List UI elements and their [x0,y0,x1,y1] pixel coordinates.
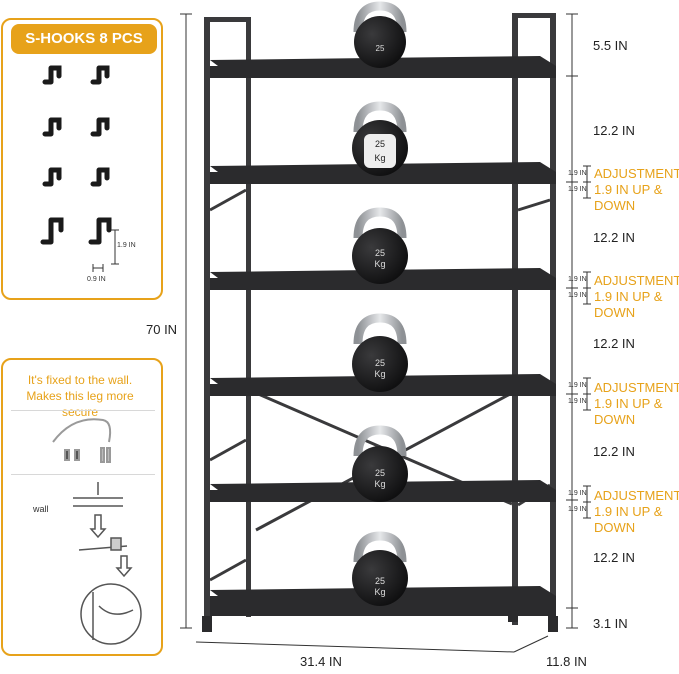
dimension-lines [180,13,578,653]
step-label: 1.9 IN [568,382,587,389]
step-label: 1.9 IN [568,490,587,497]
wall-caption-line-1: It's fixed to the wall. [27,373,133,387]
hook-width-label: 0.9 IN [87,276,106,283]
kettlebell-3 [352,207,408,284]
step-label: 1.9 IN [568,276,587,283]
kettlebell-label-2: 25 Kg [364,134,396,168]
s-hooks-title: S-HOOKS 8 PCS [11,24,157,54]
adjustment-line-1: ADJUSTMENT [594,488,679,503]
dim-shelf-gap-3: 12.2 IN [593,336,635,351]
step-label: 1.9 IN [568,292,587,299]
divider [11,410,155,411]
kettlebell-unit: Kg [374,153,386,163]
dim-height: 70 IN [146,322,178,337]
kettlebell-label-6: 25 Kg [366,576,394,598]
adjustment-line-2: 1.9 IN UP & [594,289,663,304]
adjustment-line-1: ADJUSTMENT [594,380,679,395]
kettlebell-unit: Kg [374,369,386,379]
dim-depth: 11.8 IN [546,654,587,669]
dim-shelf-gap-1: 12.2 IN [593,123,635,138]
step-label: 1.9 IN [568,186,587,193]
wall-panel-caption: It's fixed to the wall. Makes this leg m… [7,372,153,420]
kettlebell-5 [352,425,408,502]
dim-width: 31.4 IN [300,654,342,669]
adjustment-note-4: ADJUSTMENT 1.9 IN UP & DOWN [594,488,679,536]
dim-top-gap: 5.5 IN [593,38,628,53]
kettlebell-label-4: 25 Kg [366,358,394,380]
s-hooks-panel: S-HOOKS 8 PCS 1.9 IN 0.9 IN [1,18,163,300]
adjustment-note-3: ADJUSTMENT 1.9 IN UP & DOWN [594,380,679,428]
s-hook-icons [40,65,119,272]
shelves [210,56,556,616]
adjustment-line-3: DOWN [594,520,636,535]
kettlebell-label-1: 25 [375,44,385,53]
adjustment-line-2: 1.9 IN UP & [594,504,663,519]
kettlebell-4 [352,313,408,392]
dim-shelf-gap-4: 12.2 IN [593,444,635,459]
kettlebell-label-5: 25 Kg [366,468,394,490]
divider [11,474,155,475]
step-label: 1.9 IN [568,506,587,513]
kettlebell-unit: Kg [374,259,386,269]
kettlebell-6 [352,531,408,606]
kettlebell-weight: 25 [374,468,385,478]
kettlebell-unit: Kg [374,587,386,597]
dim-bottom-gap: 3.1 IN [593,616,628,631]
kettlebell-unit: Kg [374,479,386,489]
wall-label: wall [33,504,49,514]
wall-caption-line-2: Makes this leg more secure [26,389,134,419]
adjustment-line-3: DOWN [594,412,636,427]
step-label: 1.9 IN [568,398,587,405]
adjustment-line-3: DOWN [594,305,636,320]
hook-height-label: 1.9 IN [117,242,136,249]
kettlebell-weight: 25 [374,358,385,368]
adjustment-line-3: DOWN [594,198,636,213]
adjustment-line-1: ADJUSTMENT [594,273,679,288]
adjustment-note-1: ADJUSTMENT 1.9 IN UP & DOWN [594,166,679,214]
adjustment-note-2: ADJUSTMENT 1.9 IN UP & DOWN [594,273,679,321]
kettlebell-weight: 25 [374,139,385,149]
wall-anchor-diagram [52,418,142,645]
kettlebell-weight: 25 [374,576,385,586]
adjustment-line-2: 1.9 IN UP & [594,182,663,197]
wall-anchor-panel: It's fixed to the wall. Makes this leg m… [1,358,163,656]
adjustment-line-2: 1.9 IN UP & [594,396,663,411]
adjustment-brackets [583,165,591,519]
adjustment-line-1: ADJUSTMENT [594,166,679,181]
kettlebell-label-3: 25 Kg [366,248,394,270]
step-label: 1.9 IN [568,170,587,177]
kettlebell-weight: 25 [374,248,385,258]
dim-shelf-gap-5: 12.2 IN [593,550,635,565]
kettlebell-1 [353,1,407,68]
dim-shelf-gap-2: 12.2 IN [593,230,635,245]
